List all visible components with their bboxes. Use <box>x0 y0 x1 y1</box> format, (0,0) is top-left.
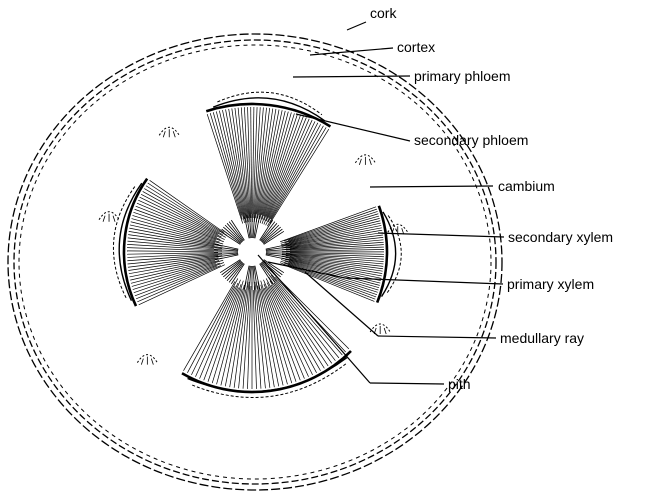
leader-secondary-phloem <box>296 114 410 141</box>
leader-cambium <box>370 186 493 187</box>
primary-xylem-group-4 <box>220 260 244 284</box>
phloem-strand-hatch <box>374 326 386 334</box>
label-medullary-ray: medullary ray <box>500 330 584 346</box>
xylem-hatch-line <box>200 280 241 379</box>
xylem-hatch-line <box>187 278 237 372</box>
leader-primary-phloem <box>293 76 410 77</box>
phloem-strand-hatch <box>103 214 115 222</box>
cork-outer-ring <box>8 34 502 490</box>
leader-primary-xylem-2 <box>345 278 503 284</box>
xylem-hatch-line <box>269 277 328 366</box>
label-primary-xylem: primary xylem <box>507 276 594 292</box>
xylem-hatch-line <box>127 251 214 252</box>
xylem-hatch-line <box>253 290 256 389</box>
xylem-hatch-line <box>248 286 251 389</box>
secondary-xylem-wedges <box>124 104 387 392</box>
xylem-hatch-line <box>148 183 227 235</box>
label-cambium: cambium <box>498 178 555 194</box>
label-primary-phloem: primary phloem <box>414 68 510 84</box>
phloem-strand-hatch <box>359 157 371 165</box>
cork-inner-ring-2 <box>19 45 491 479</box>
xylem-hatch-line <box>251 107 252 214</box>
leader-pith-2 <box>370 383 444 384</box>
xylem-hatch-line <box>258 281 279 386</box>
secondary-phloem-band <box>217 92 322 115</box>
xylem-hatch-line <box>222 110 244 215</box>
xylem-hatch-line <box>260 112 291 223</box>
xylem-hatch-line <box>136 266 217 299</box>
xylem-hatch-line <box>273 279 336 361</box>
xylem-hatch-line <box>141 194 218 234</box>
xylem-hatch-line <box>195 283 238 377</box>
xylem-hatch-line <box>263 280 304 379</box>
primary-phloem-cap <box>188 358 347 392</box>
xylem-hatch-line <box>140 197 222 237</box>
labels: cork cortex primary phloem secondary phl… <box>370 5 613 392</box>
leader-medullary-ray <box>305 272 378 336</box>
xylem-hatch-line <box>191 286 235 375</box>
phloem-strand-hatch <box>141 357 153 365</box>
xylem-hatch-line <box>288 211 377 240</box>
xylem-hatch-line <box>243 290 249 389</box>
leader-medullary-ray-2 <box>378 336 496 338</box>
xylem-hatch-line <box>261 285 288 384</box>
xylem-hatch-line <box>225 281 246 386</box>
xylem-wedge-4 <box>124 179 227 307</box>
phloem-strand-hatch <box>163 129 175 137</box>
label-pith: pith <box>448 376 471 392</box>
cork-layer <box>8 34 502 490</box>
primary-xylem-group-2 <box>260 220 284 244</box>
label-cork: cork <box>370 5 397 21</box>
leader-secondary-xylem <box>378 233 504 237</box>
xylem-hatch-line <box>267 127 326 226</box>
label-secondary-phloem: secondary phloem <box>414 132 528 148</box>
xylem-hatch-line <box>138 200 224 239</box>
label-secondary-xylem: secondary xylem <box>508 229 613 245</box>
xylem-hatch-line <box>232 108 247 214</box>
xylem-wedge-2 <box>280 206 387 303</box>
cork-inner-ring <box>14 40 496 484</box>
xylem-hatch-line <box>139 265 225 305</box>
label-cortex: cortex <box>397 39 435 55</box>
leader-cortex <box>310 48 393 55</box>
secondary-phloem-band <box>190 364 346 398</box>
xylem-hatch-line <box>270 281 324 368</box>
xylem-wedge-1 <box>206 104 330 226</box>
xylem-hatch-line <box>264 288 296 382</box>
primary-xylem-group-8 <box>214 244 238 260</box>
leader-cork <box>347 22 366 30</box>
